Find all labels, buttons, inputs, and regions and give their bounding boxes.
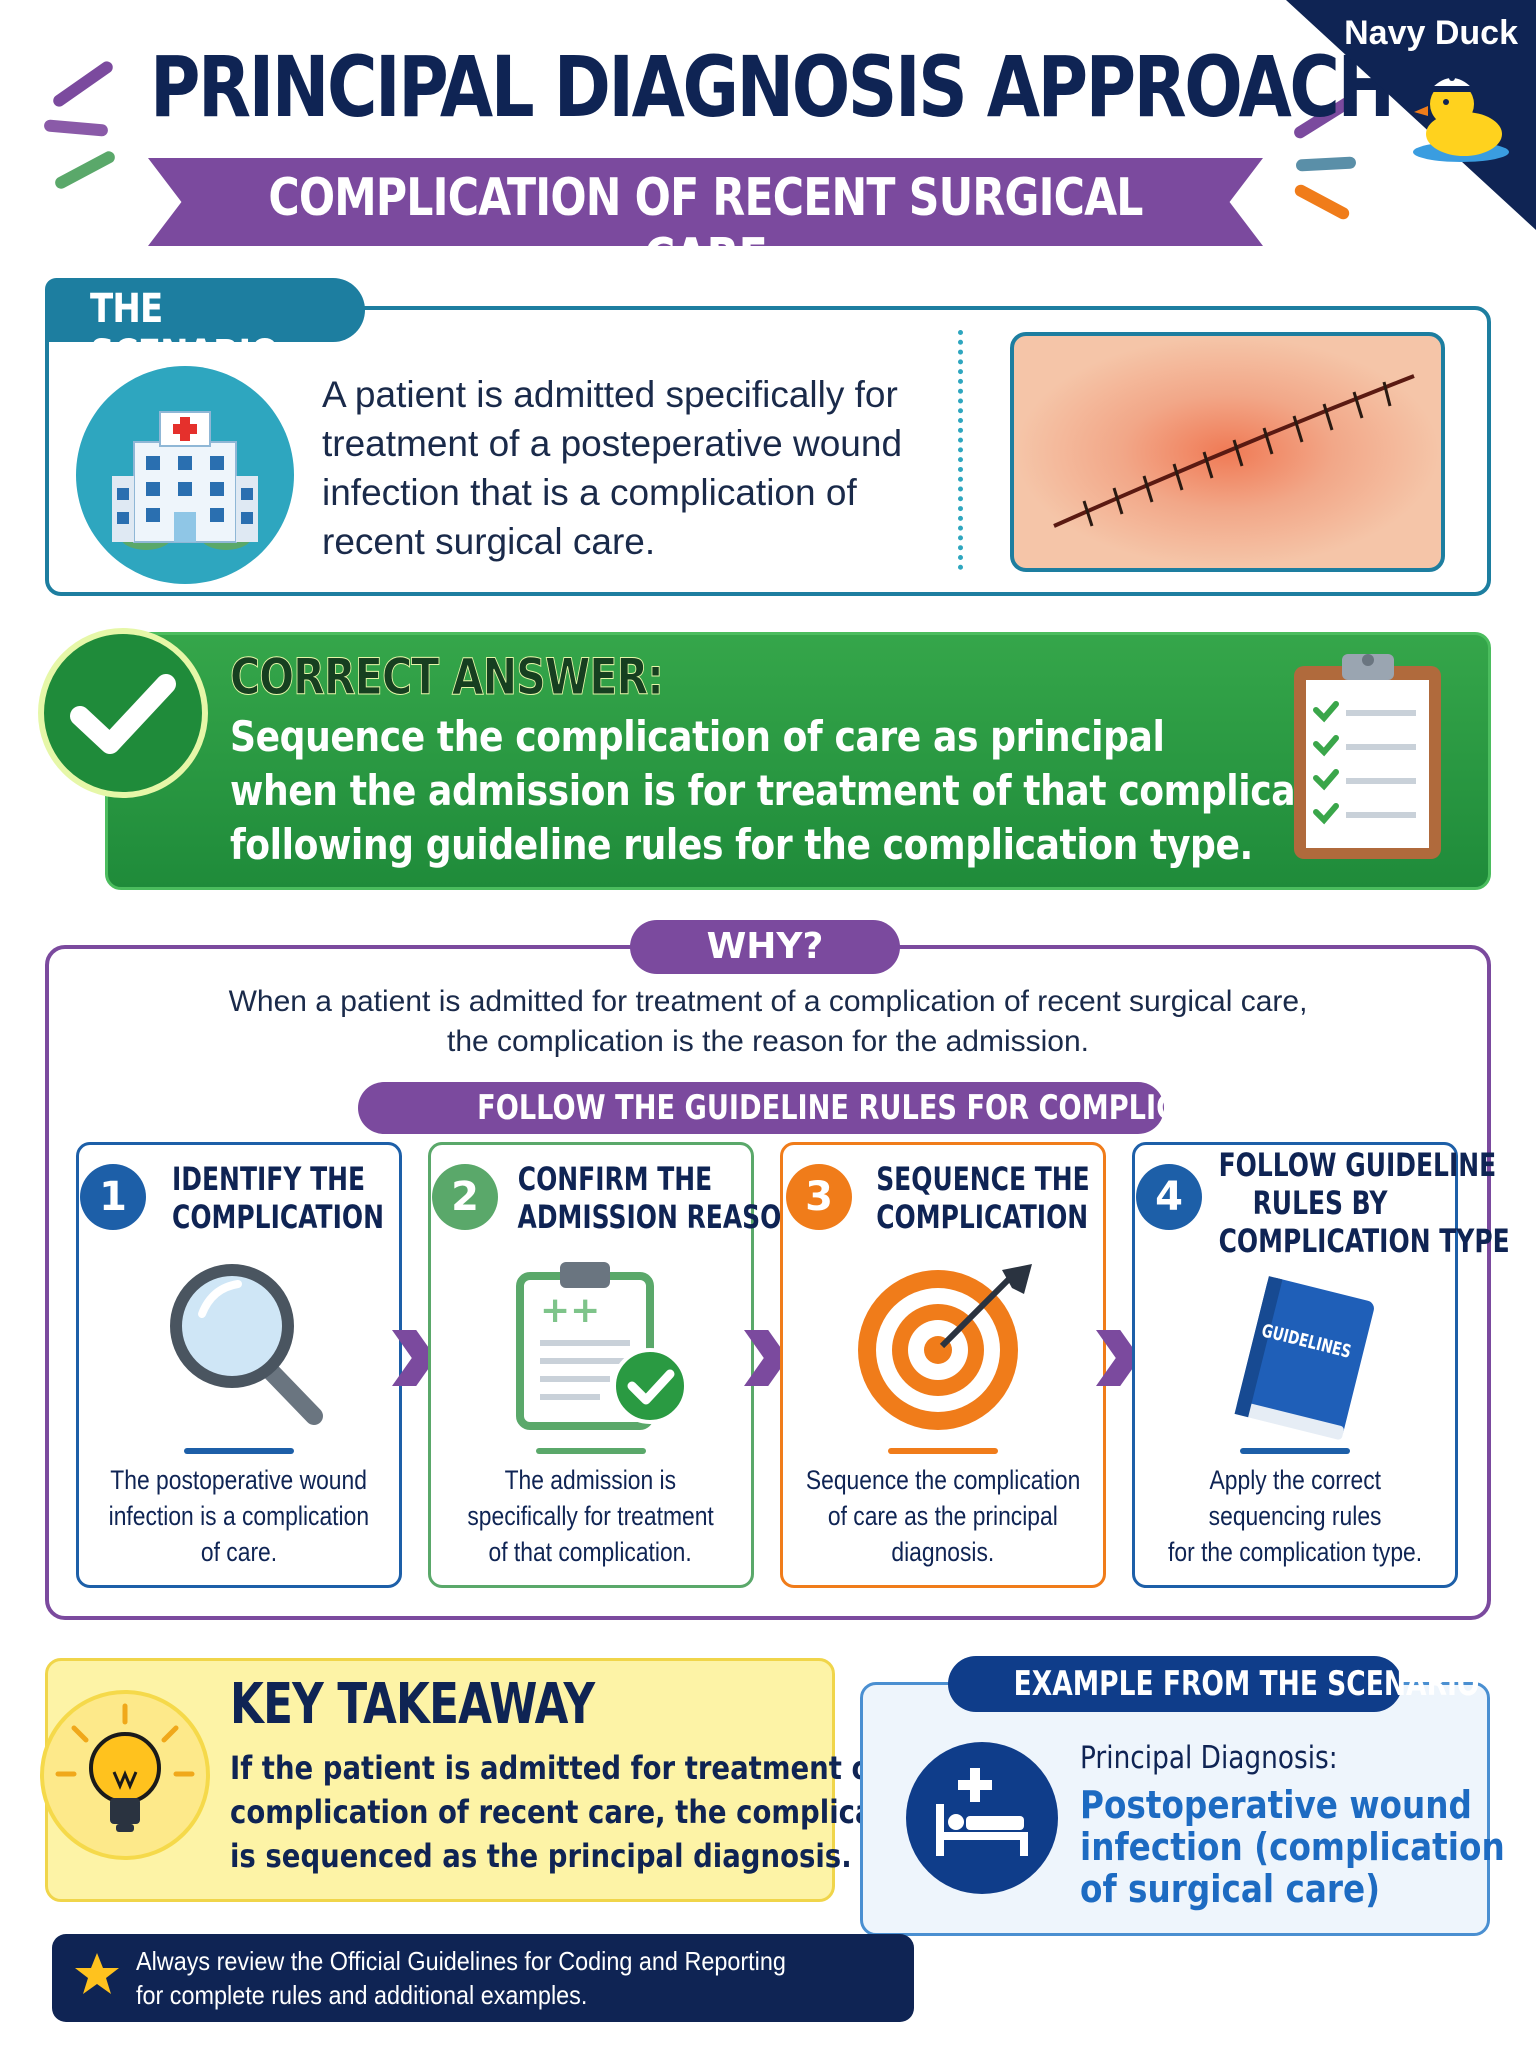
takeaway-title: KEY TAKEAWAY xyxy=(230,1672,595,1737)
step-number-1: 1 xyxy=(80,1164,146,1230)
step-divider xyxy=(536,1448,646,1454)
checkmark-icon xyxy=(38,628,208,798)
decor-ray xyxy=(53,149,117,191)
answer-label: CORRECT ANSWER: xyxy=(230,648,665,707)
page-subtitle: COMPLICATION OF RECENT SURGICAL CARE xyxy=(268,168,1143,288)
answer-text: Sequence the complication of care as pri… xyxy=(230,712,1387,869)
why-label: WHY? xyxy=(630,920,900,974)
subtitle-ribbon xyxy=(148,158,1263,246)
footer-note xyxy=(52,1934,914,2022)
example-label: EXAMPLE FROM THE SCENARIO xyxy=(948,1656,1479,1712)
decor-ray xyxy=(50,59,116,109)
step-divider xyxy=(184,1448,294,1454)
book-icon xyxy=(1234,1276,1374,1440)
why-text: When a patient is admitted for treatment… xyxy=(228,985,1308,1058)
answer-panel xyxy=(105,632,1491,890)
guideline-label: FOLLOW THE GUIDELINE RULES FOR COMPLICAT… xyxy=(358,1082,1430,1134)
step-divider xyxy=(888,1448,998,1454)
step-divider xyxy=(1240,1448,1350,1454)
takeaway-text: If the patient is admitted for treatment… xyxy=(230,1749,935,1875)
lightbulb-icon xyxy=(40,1690,210,1860)
page-title: PRINCIPAL DIAGNOSIS APPROACH xyxy=(150,38,1395,136)
footer-text: Always review the Official Guidelines fo… xyxy=(136,1946,786,2010)
svg-text:++: ++ xyxy=(540,1290,600,1331)
scenario-text: A patient is admitted specifically for t… xyxy=(322,374,903,562)
hospital-icon xyxy=(76,366,294,584)
example-value: Postoperative wound infection (complicat… xyxy=(1080,1783,1505,1911)
step-number-3: 3 xyxy=(786,1164,852,1230)
decor-ray xyxy=(43,119,109,137)
magnifier-icon xyxy=(170,1264,323,1425)
wound-image xyxy=(1010,332,1445,572)
divider xyxy=(958,330,963,570)
example-field-label: Principal Diagnosis: xyxy=(1080,1740,1338,1776)
hospital-bed-icon xyxy=(906,1742,1058,1894)
clipboard-icon xyxy=(1294,654,1441,859)
step-number-2: 2 xyxy=(432,1164,498,1230)
star-icon xyxy=(75,1953,119,1994)
brand-label: Navy Duck xyxy=(1344,14,1518,52)
step-number-4: 4 xyxy=(1136,1164,1202,1230)
target-icon xyxy=(858,1264,1032,1430)
duck-icon xyxy=(1413,75,1509,162)
clipboard-check-icon: ++ xyxy=(516,1262,688,1430)
decor-ray xyxy=(1295,156,1357,172)
decor-ray xyxy=(1292,182,1352,222)
scenario-tab: THE SCENARIO xyxy=(45,278,365,378)
